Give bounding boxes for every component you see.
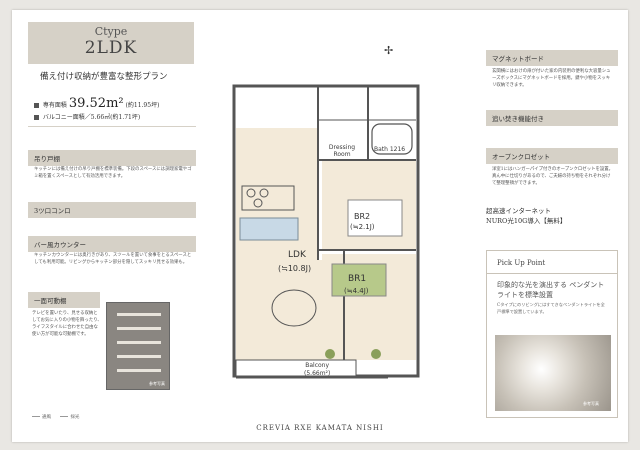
legend: 通風 採光	[30, 414, 79, 420]
shelf	[117, 327, 161, 330]
pickup-title: Pick Up Point	[497, 259, 546, 267]
shelf-photo: 参考写真	[106, 302, 170, 390]
room-dressing: Dressing Room	[328, 144, 356, 158]
balcony-spec: バルコニー面積／5.66㎡(約1.71坪)	[34, 112, 140, 121]
room-balcony: Balcony (5.66m²)	[304, 362, 330, 378]
legend-b: 採光	[70, 415, 80, 420]
feature-label-stove: 3ツ口コンロ	[28, 202, 196, 218]
bullet-square-icon	[34, 103, 39, 108]
pendant-light-photo: 参考写真	[495, 335, 611, 411]
area-tsubo: (約11.95坪)	[125, 102, 160, 109]
room-br2: BR2	[354, 212, 371, 221]
shelf	[117, 369, 161, 372]
feature-label-shelf: 一面可動棚	[28, 292, 100, 308]
feature-label-reheat: 追い焚き機能付き	[486, 110, 618, 126]
nuro-line1: 超高速インターネット	[486, 207, 551, 215]
area-spec: 専有面積 39.52m² (約11.95坪)	[34, 96, 159, 111]
legend-a: 通風	[42, 415, 51, 420]
feature-desc-open-closet: 洋室1にはハンガーパイプ付きのオープンクロゼットを設置。真ん中に仕切りがあるので…	[492, 167, 614, 186]
pickup-heading: 印象的な光を演出する ペンダントライトを標準設置	[497, 281, 605, 299]
legend-line	[32, 416, 40, 417]
feature-desc-shelf: テレビを置いたり、見せる収納としてお気に入りの小物を飾ったり、ライフスタイルに合…	[32, 311, 102, 337]
type-label: Ctype	[94, 25, 128, 38]
room-br2-size: (≒2.1J)	[350, 223, 375, 231]
room-bath: Bath 1216	[374, 146, 406, 153]
layout-name: 2LDK	[84, 38, 138, 58]
pickup-text: Cタイプにのリビングにはすてきなペンダントライトを全戸標準で設置しています。	[497, 302, 605, 314]
type-box: Ctype 2LDK	[28, 22, 194, 64]
shelf	[117, 341, 161, 344]
pickup-panel: Pick Up Point 印象的な光を演出する ペンダントライトを標準設置 C…	[486, 250, 618, 418]
divider	[28, 126, 196, 127]
area-label: 専有面積	[42, 102, 67, 109]
feature-desc-hanging-cabinet: キッチンには備え付けの吊り戸棚を標準装備。下段のスペースには調理家電やゴミ箱を置…	[34, 167, 192, 179]
feature-desc-bar-counter: キッチンカウンターには奥行きがあり、スツールを置いて食事をとるスペースとしても利…	[34, 253, 192, 265]
shelf	[117, 355, 161, 358]
feature-label-bar-counter: バー風カウンター	[28, 236, 196, 252]
bullet-square-icon	[34, 115, 39, 120]
feature-label-magnet-board: マグネットボード	[486, 50, 618, 66]
feature-label-open-closet: オープンクロゼット	[486, 148, 618, 164]
room-br1-size: (≒4.4J)	[344, 287, 369, 295]
feature-label-hanging-cabinet: 吊り戸棚	[28, 150, 196, 166]
page-subtitle: 備え付け収納が豊富な整形プラン	[40, 72, 168, 82]
balcony-area: バルコニー面積／5.66㎡(約1.71坪)	[42, 114, 141, 121]
area-value: 39.52m²	[68, 96, 124, 111]
nuro-internet: 超高速インターネット NURO光10G導入【無料】	[486, 206, 566, 226]
balcony-label: Balcony	[305, 362, 330, 369]
photo-caption: 参考写真	[583, 401, 599, 406]
floorplan-sheet: Ctype 2LDK 備え付け収納が豊富な整形プラン 専有面積 39.52m² …	[12, 10, 628, 442]
north-compass-icon: ✢	[384, 44, 394, 57]
footer-brand: CREVIA RXE KAMATA NISHI	[256, 424, 384, 432]
feature-desc-magnet-board: 玄関横にはおけの扉が付いた家の内装用の便利な大容量シューズボックスにマグネットボ…	[492, 69, 611, 88]
room-br1: BR1	[348, 274, 367, 284]
room-ldk: LDK	[288, 250, 306, 260]
divider	[487, 273, 617, 274]
legend-line	[60, 416, 69, 417]
shelf	[117, 313, 161, 316]
floor-plan	[232, 84, 420, 379]
room-ldk-size: (≒10.8J)	[278, 264, 312, 273]
balcony-size: (5.66m²)	[304, 370, 331, 377]
nuro-line2: NURO光10G導入【無料】	[486, 217, 567, 225]
photo-caption: 参考写真	[149, 381, 165, 386]
